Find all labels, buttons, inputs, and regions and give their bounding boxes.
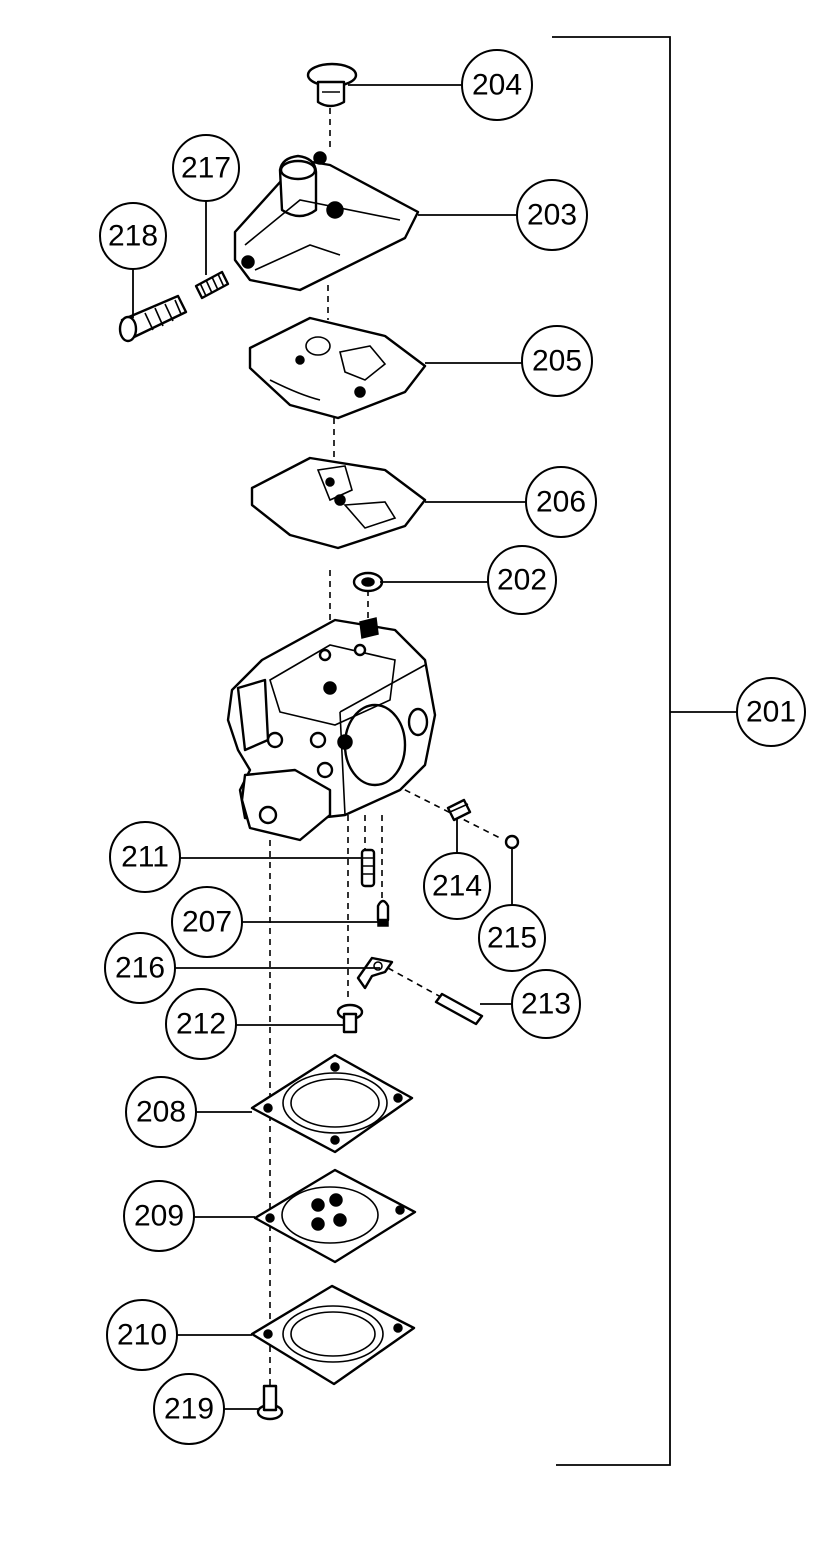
callout-217-label: 217 bbox=[181, 152, 231, 185]
callout-210-label: 210 bbox=[117, 1319, 167, 1352]
callout-218: 218 bbox=[99, 202, 167, 270]
callout-209: 209 bbox=[123, 1180, 195, 1252]
part-210-cover bbox=[250, 1284, 416, 1386]
callout-213-label: 213 bbox=[521, 988, 571, 1021]
callout-206: 206 bbox=[525, 466, 597, 538]
callout-205-label: 205 bbox=[532, 345, 582, 378]
part-214-needle bbox=[446, 798, 472, 822]
callout-211: 211 bbox=[109, 821, 181, 893]
callout-214: 214 bbox=[423, 852, 491, 920]
part-208-gasket bbox=[250, 1053, 414, 1154]
callout-215-label: 215 bbox=[487, 922, 537, 955]
leader-lines bbox=[132, 84, 527, 1410]
callout-203-label: 203 bbox=[527, 199, 577, 232]
callout-217: 217 bbox=[172, 134, 240, 202]
callout-209-label: 209 bbox=[134, 1200, 184, 1233]
part-219-screw bbox=[256, 1384, 284, 1421]
part-217-spring bbox=[194, 270, 230, 300]
callout-215: 215 bbox=[478, 904, 546, 972]
callout-211-label: 211 bbox=[121, 841, 169, 874]
callout-206-label: 206 bbox=[536, 486, 586, 519]
callout-201-label: 201 bbox=[746, 696, 796, 729]
callout-208-label: 208 bbox=[136, 1096, 186, 1129]
carburetor-body bbox=[226, 617, 437, 842]
callout-219: 219 bbox=[153, 1373, 225, 1445]
callout-208: 208 bbox=[125, 1076, 197, 1148]
callout-216-label: 216 bbox=[115, 952, 165, 985]
callout-216: 216 bbox=[104, 932, 176, 1004]
callout-207: 207 bbox=[171, 886, 243, 958]
callout-204: 204 bbox=[461, 49, 533, 121]
part-211-spring bbox=[360, 848, 376, 888]
part-213-pin bbox=[434, 992, 484, 1026]
callout-212-label: 212 bbox=[176, 1008, 226, 1041]
part-204-plug bbox=[306, 62, 358, 108]
callout-207-label: 207 bbox=[182, 906, 232, 939]
part-215-ball bbox=[504, 834, 520, 850]
part-202-washer bbox=[352, 571, 384, 593]
part-206-diaphragm bbox=[250, 456, 427, 550]
callout-201: 201 bbox=[736, 677, 806, 747]
callout-214-label: 214 bbox=[432, 870, 482, 903]
callout-212: 212 bbox=[165, 988, 237, 1060]
callout-203: 203 bbox=[516, 179, 588, 251]
callout-204-label: 204 bbox=[472, 69, 522, 102]
part-205-gasket bbox=[248, 316, 427, 420]
callout-218-label: 218 bbox=[108, 220, 158, 253]
part-207-needle-valve bbox=[376, 899, 390, 927]
assembly-bracket bbox=[552, 36, 737, 1466]
callout-219-label: 219 bbox=[164, 1393, 214, 1426]
part-209-diaphragm bbox=[253, 1168, 417, 1264]
part-212-screw bbox=[336, 1003, 364, 1034]
part-216-lever bbox=[356, 956, 394, 990]
callout-202: 202 bbox=[487, 545, 557, 615]
part-203-pump-cover bbox=[233, 151, 420, 292]
part-218-screw bbox=[118, 294, 188, 343]
callout-205: 205 bbox=[521, 325, 593, 397]
callout-210: 210 bbox=[106, 1299, 178, 1371]
callout-202-label: 202 bbox=[497, 564, 547, 597]
callout-213: 213 bbox=[511, 969, 581, 1039]
